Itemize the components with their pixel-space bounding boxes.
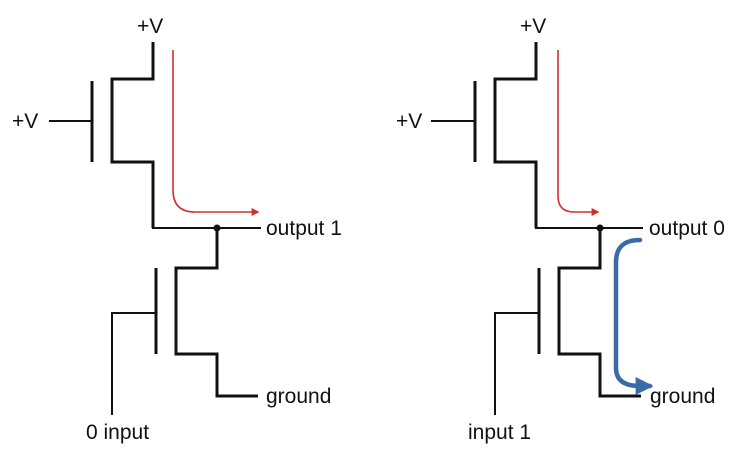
channel [110, 42, 155, 228]
gate-supply-label: +V [396, 110, 422, 133]
output-label: output 1 [266, 217, 342, 240]
bottom-transistor [494, 228, 641, 415]
ground-current-arrow [613, 237, 654, 395]
top-supply-label: +V [137, 15, 163, 38]
input-label: input 1 [468, 421, 531, 444]
input-wire [494, 312, 540, 415]
gate-supply-label: +V [12, 110, 38, 133]
channel [493, 42, 538, 228]
circuit-right: +V +V output 0 ground input 1 [396, 15, 725, 444]
input-label: 0 input [86, 421, 149, 444]
input-wire [111, 312, 157, 415]
top-supply-label: +V [520, 15, 546, 38]
ground-label: ground [650, 385, 715, 408]
output-label: output 0 [649, 217, 725, 240]
channel [174, 228, 258, 398]
channel [557, 228, 641, 398]
bottom-transistor [111, 228, 258, 415]
top-transistor [431, 42, 538, 228]
current-arrow [172, 50, 260, 216]
ground-label: ground [266, 385, 331, 408]
circuit-left: +V +V output 1 ground 0 input [12, 15, 342, 444]
weak-current-arrow [557, 50, 600, 216]
top-transistor [49, 42, 155, 228]
